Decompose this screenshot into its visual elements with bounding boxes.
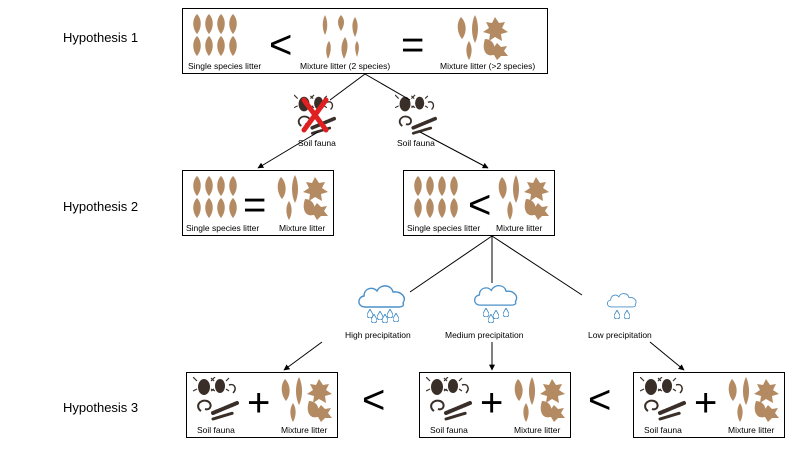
single-species-label: Single species litter (186, 223, 260, 233)
medium-precipitation-label: Medium precipitation (445, 330, 524, 340)
mixture-litter-label: Mixture litter (496, 223, 543, 233)
plus-symbol: + (247, 381, 271, 425)
single-species-label: Single species litter (188, 61, 262, 71)
mixture-litter-label: Mixture litter (279, 223, 326, 233)
soil-fauna-label: Soil fauna (644, 425, 682, 435)
less-than-symbol-2: < (588, 378, 612, 422)
hypothesis-3-box-medium: + Soil fauna Mixture litter (419, 372, 571, 438)
soil-fauna-label: Soil fauna (197, 425, 235, 435)
hypothesis-3-label: Hypothesis 3 (63, 400, 139, 415)
equals-symbol: = (401, 23, 425, 67)
plus-symbol: + (694, 381, 718, 425)
less-than-symbol: < (468, 183, 492, 227)
low-precipitation-label: Low precipitation (588, 330, 652, 340)
cross-mark-icon (301, 97, 329, 133)
hypothesis-2-right-box: < Single species litter Mixture litter (403, 170, 555, 236)
hypothesis-3-box-low: + Soil fauna Mixture litter (633, 372, 785, 438)
equals-symbol: = (243, 183, 267, 227)
less-than-symbol: < (269, 23, 293, 67)
hypothesis-1-box: Single species litter < Mixture litter (… (182, 8, 548, 74)
less-than-symbol-1: < (362, 378, 386, 422)
soil-fauna-excluded-icon (294, 94, 336, 141)
soil-fauna-label: Soil fauna (430, 425, 468, 435)
single-species-label: Single species litter (407, 223, 481, 233)
mixture-litter-label: Mixture litter (728, 425, 775, 435)
hypothesis-2-left-box: = Single species litter Mixture litter (182, 170, 334, 236)
plus-symbol: + (480, 381, 504, 425)
hypothesis-1-label: Hypothesis 1 (63, 30, 139, 45)
soil-fauna-excluded-label: Soil fauna (298, 138, 336, 148)
mixture-litter-label: Mixture litter (514, 425, 561, 435)
mixture-litter-label: Mixture litter (281, 425, 328, 435)
soil-fauna-present-label: Soil fauna (397, 138, 435, 148)
hypothesis-2-label: Hypothesis 2 (63, 199, 139, 214)
hypothesis-3-box-high: + Soil fauna Mixture litter (186, 372, 338, 438)
high-precipitation-label: High precipitation (345, 330, 411, 340)
mixture-two-species-label: Mixture litter (2 species) (300, 61, 391, 71)
mixture-many-species-label: Mixture litter (>2 species) (440, 61, 536, 71)
